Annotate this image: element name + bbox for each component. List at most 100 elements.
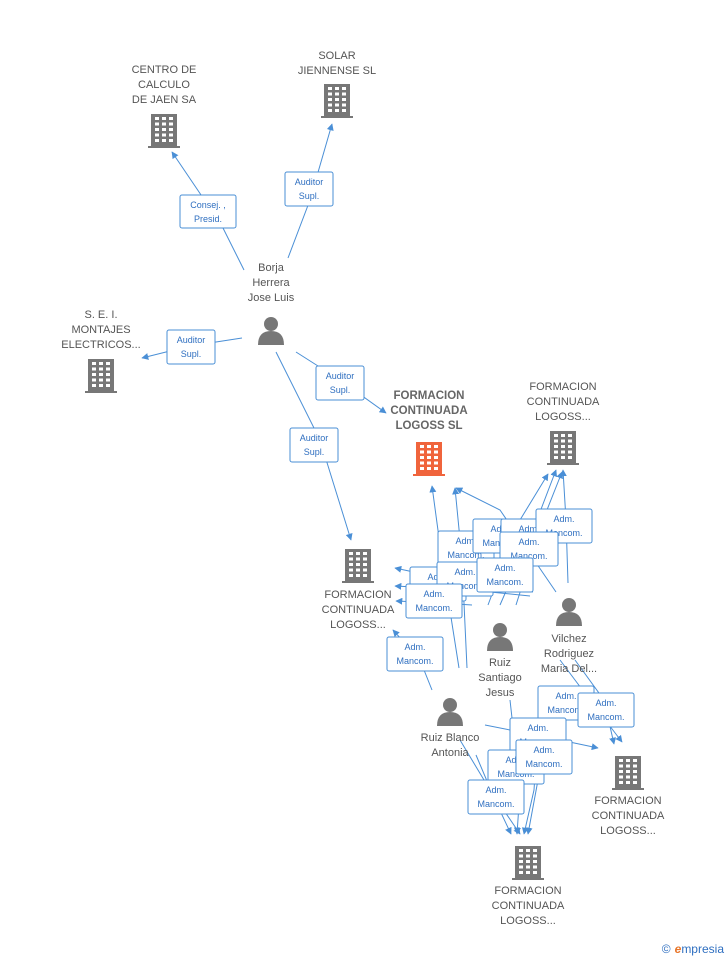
relation-label-text: Adm. xyxy=(518,524,539,534)
relation-label-box[interactable]: Adm.Mancom. xyxy=(405,583,463,619)
relation-label-text: Adm. xyxy=(455,536,476,546)
relation-label-text: Consej. , xyxy=(190,200,226,210)
company-node[interactable]: SOLAR JIENNENSE SL xyxy=(298,50,376,118)
node-label-line: DE JAEN SA xyxy=(132,94,197,106)
relation-label-text: Adm. xyxy=(533,745,554,755)
relation-label-text: Adm. xyxy=(454,567,475,577)
building-icon xyxy=(612,756,644,790)
node-label-line: CONTINUADA xyxy=(592,810,665,822)
node-label-line: LOGOSS... xyxy=(535,411,591,423)
node-label-line: Jesus xyxy=(486,687,515,699)
company-node[interactable]: FORMACION CONTINUADA LOGOSS... xyxy=(322,549,395,631)
relation-label-text: Supl. xyxy=(304,447,325,457)
relation-label-text: Adm. xyxy=(404,642,425,652)
node-label-line: Herrera xyxy=(252,277,290,289)
relation-label-text: Mancom. xyxy=(525,759,562,769)
node-label-line: CONTINUADA xyxy=(322,604,395,616)
relation-label-text: Auditor xyxy=(177,335,206,345)
node-label-line: MONTAJES xyxy=(71,324,130,336)
relation-label-text: Adm. xyxy=(485,785,506,795)
building-icon xyxy=(342,549,374,583)
relation-label-box[interactable]: Adm. Mancom. xyxy=(476,557,534,593)
node-label-line: FORMACION xyxy=(494,885,561,897)
relation-label-text: Mancom. xyxy=(497,769,534,779)
relation-label-text: Adm. xyxy=(555,691,576,701)
node-label-line: CONTINUADA xyxy=(492,900,565,912)
relation-label-text: Adm. xyxy=(518,537,539,547)
relation-label-text: Mancom. xyxy=(486,577,523,587)
relation-label-text: Mancom. xyxy=(510,551,547,561)
relation-label-text: Mancom. xyxy=(547,705,584,715)
node-label-line: LOGOSS SL xyxy=(395,420,462,432)
relation-label-text: Presid. xyxy=(194,214,222,224)
node-label-line: Rodriguez xyxy=(544,648,594,660)
building-icon xyxy=(148,114,180,148)
node-label-line: Maria Del... xyxy=(541,663,597,675)
person-icon xyxy=(437,698,463,726)
node-label-line: CENTRO DE xyxy=(132,64,197,76)
relation-label-box[interactable]: Consej. , Presid. xyxy=(179,194,237,229)
relation-label-text: Mancom. xyxy=(415,603,452,613)
copyright-icon: © xyxy=(661,942,671,956)
building-icon xyxy=(547,431,579,465)
relation-label-box[interactable]: Adm. Mancom. xyxy=(515,739,573,775)
brand-logo-initial: e xyxy=(674,942,682,956)
relation-label-text: Mancom. xyxy=(446,581,483,591)
brand-logo-text: mpresia xyxy=(681,942,724,956)
relation-label-text: Mancom. xyxy=(477,799,514,809)
brand-footer: ©empresia xyxy=(662,942,724,956)
company-node[interactable]: FORMACION CONTINUADA LOGOSS... xyxy=(592,756,665,837)
node-label-line: FORMACION xyxy=(594,795,661,807)
node-label-line: FORMACION xyxy=(324,589,391,601)
relation-label-text: Adm. xyxy=(527,723,548,733)
node-label-line: JIENNENSE SL xyxy=(298,65,376,77)
node-label-line: LOGOSS... xyxy=(500,915,556,927)
relation-label-text: Auditor xyxy=(295,177,324,187)
relation-label-text: Auditor xyxy=(300,433,329,443)
person-icon xyxy=(487,623,513,651)
relation-label-box[interactable]: Adm. Mancom. xyxy=(467,779,525,815)
relation-label-text: Mancom. xyxy=(587,712,624,722)
node-label-line: Ruiz xyxy=(489,657,511,669)
building-icon xyxy=(321,84,353,118)
relation-labels-layer: Consej. ,Presid.AuditorSupl.AuditorSupl.… xyxy=(166,171,635,815)
node-label-line: ELECTRICOS... xyxy=(61,339,140,351)
relation-label-text: Adm. xyxy=(494,563,515,573)
relation-label-text: Adm. xyxy=(595,698,616,708)
node-label-line: CONTINUADA xyxy=(527,396,600,408)
node-label-line: LOGOSS... xyxy=(600,825,656,837)
node-label-line: CONTINUADA xyxy=(390,405,467,417)
building-icon xyxy=(85,359,117,393)
relation-label-text: Mancom. xyxy=(545,528,582,538)
company-node[interactable]: FORMACIONCONTINUADALOGOSS... xyxy=(527,381,600,465)
node-label-line: Santiago xyxy=(478,672,521,684)
relation-label-box[interactable]: Adm. Mancom. xyxy=(577,692,635,728)
relation-label-text: Supl. xyxy=(299,191,320,201)
company-node[interactable]: S. E. I. MONTAJES ELECTRICOS... xyxy=(61,309,141,393)
node-label-line: S. E. I. xyxy=(84,309,117,321)
node-label-line: Antonia xyxy=(431,747,469,759)
building-icon xyxy=(413,442,445,476)
relation-label-text: Supl. xyxy=(181,349,202,359)
person-icon xyxy=(556,598,582,626)
node-label-line: SOLAR xyxy=(318,50,355,62)
relation-label-text: Mancom. xyxy=(447,550,484,560)
building-icon xyxy=(512,846,544,880)
node-label-line: Jose Luis xyxy=(248,292,295,304)
node-label-line: LOGOSS... xyxy=(330,619,386,631)
company-node[interactable]: FORMACION CONTINUADA LOGOSS... xyxy=(492,846,565,927)
relation-label-text: Adm. xyxy=(553,514,574,524)
relation-label-box[interactable]: Adm.Mancom. xyxy=(386,636,444,672)
node-label-line: Vilchez xyxy=(551,633,586,645)
